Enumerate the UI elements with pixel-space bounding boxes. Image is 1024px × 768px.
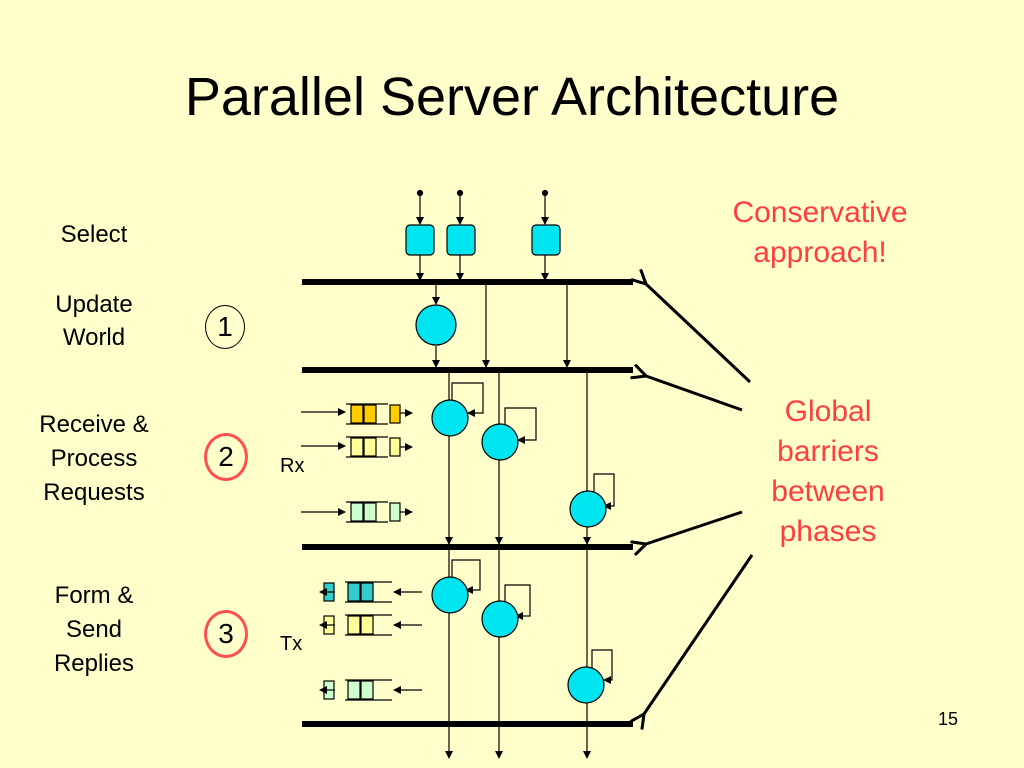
select-boxes xyxy=(405,224,561,256)
phase-label-select: Select xyxy=(60,221,128,248)
conservative-approach-note: Conservative approach! xyxy=(732,196,908,269)
barrier-pointer-arrows xyxy=(644,284,754,714)
receive-thread-circles xyxy=(431,399,607,528)
send-thread-circles xyxy=(431,576,605,704)
step-number-2: 2 xyxy=(204,433,248,481)
global-barriers xyxy=(302,279,633,727)
global-barriers-note: Global barriers between phases xyxy=(771,395,885,548)
select-inputs xyxy=(416,189,549,225)
phase-label-update-world: Update World xyxy=(55,291,133,351)
update-thread-circle xyxy=(415,304,457,346)
tx-label: Tx xyxy=(280,633,303,655)
step-number-1: 1 xyxy=(205,305,245,349)
tx-queues xyxy=(319,581,422,701)
rx-label: Rx xyxy=(280,455,305,477)
rx-queues xyxy=(301,403,413,523)
step-number-3: 3 xyxy=(204,610,248,658)
phase-label-receive-process: Receive & Process Requests xyxy=(39,411,149,506)
phase-label-form-send: Form & Send Replies xyxy=(53,582,135,677)
slide-title: Parallel Server Architecture xyxy=(184,67,840,127)
page-number: 15 xyxy=(938,709,959,729)
